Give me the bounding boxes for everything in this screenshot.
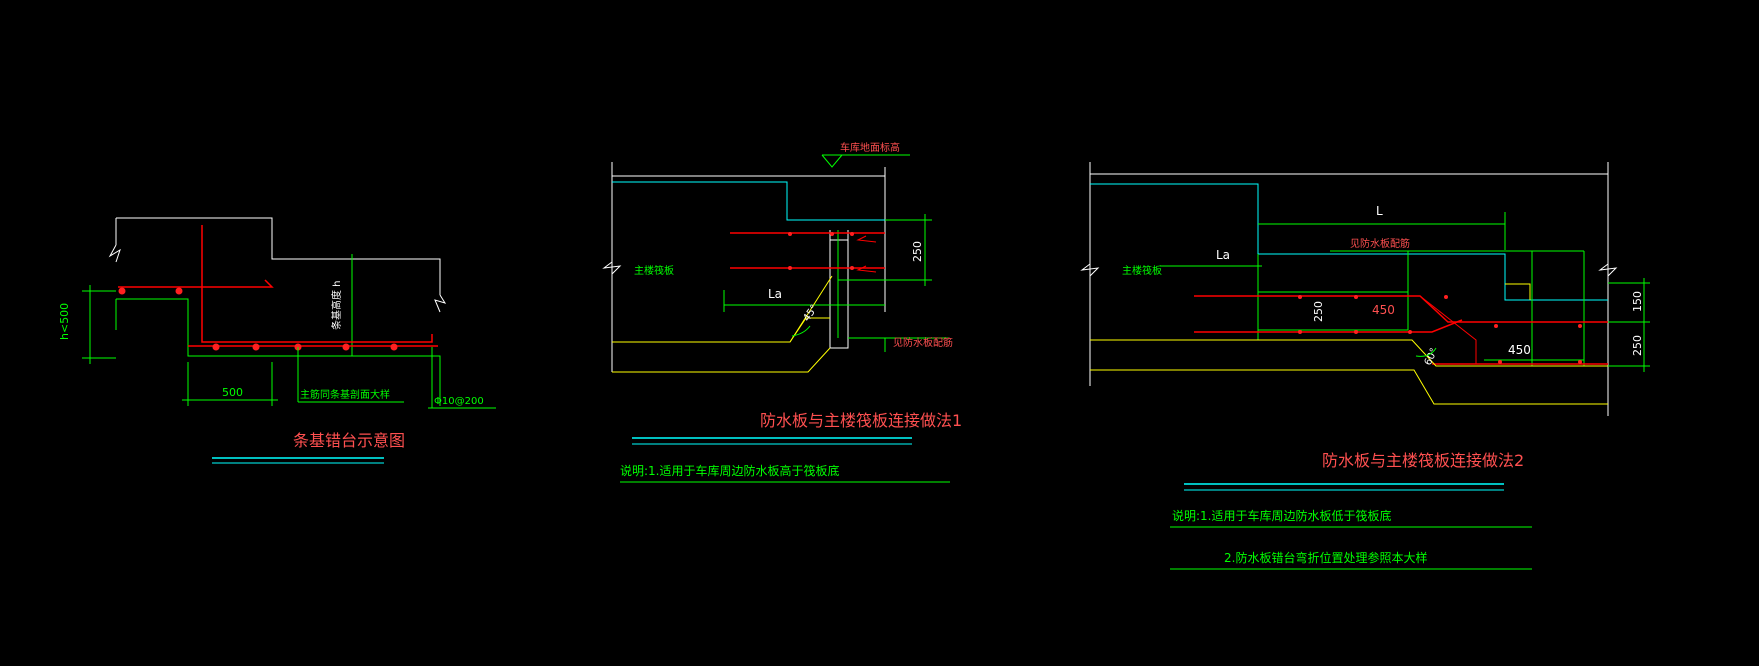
label-stirrup: Φ10@200 <box>434 396 484 407</box>
rebar-dots <box>118 287 398 351</box>
drawing-1-strip-footing-step: h<500 500 条基高度 h 主筋同条基剖面大样 Φ10@200 条基错台示… <box>58 217 496 464</box>
drawing-2-title: 防水板与主楼筏板连接做法1 <box>760 411 962 430</box>
footing-outline <box>116 217 441 295</box>
drawing-3-title: 防水板与主楼筏板连接做法2 <box>1322 451 1524 470</box>
label-waterproof-rebar-2: 见防水板配筋 <box>893 336 953 349</box>
rebar-top <box>118 279 274 288</box>
dim-450-b: 450 <box>1508 343 1531 357</box>
dim-la-drawing3: La <box>1216 248 1230 262</box>
drawing-2-note: 说明:1.适用于车库周边防水板高于筏板底 <box>620 463 840 478</box>
label-main-raft-2: 主楼筏板 <box>634 264 674 277</box>
rebar-upper-3 <box>1194 295 1608 323</box>
break-mark-right <box>434 294 447 313</box>
footing-bottom-line <box>116 298 441 406</box>
break-mark-left-2 <box>602 261 622 275</box>
drawing-3-note-2: 2.防水板错台弯折位置处理参照本大样 <box>1224 550 1427 565</box>
drawing-2-connection-method-1: 车库地面标高 250 La 见防水板配筋 45° 主楼筏板 防水板与主楼筏板连接… <box>602 141 962 483</box>
drawing-3-connection-method-2: L La 见防水板配筋 250 450 450 150 250 <box>1080 162 1650 570</box>
dim-la-drawing2: La <box>768 287 782 301</box>
label-waterproof-rebar-3: 见防水板配筋 <box>1350 237 1410 250</box>
label-depth-h: 条基高度 h <box>330 280 343 330</box>
garage-floor-line <box>612 181 885 221</box>
waterproof-slab-3 <box>1090 339 1608 367</box>
garage-floor-line-3 <box>1090 183 1608 301</box>
drawing-3-note-1: 说明:1.适用于车库周边防水板低于筏板底 <box>1172 508 1392 523</box>
break-mark-left <box>108 244 121 263</box>
dim-250-drawing2: 250 <box>911 241 924 262</box>
label-main-rebar: 主筋同条基剖面大样 <box>300 388 390 401</box>
dim-150: 150 <box>1631 291 1644 312</box>
drawing-1-title: 条基错台示意图 <box>293 431 405 450</box>
label-garage-floor: 车库地面标高 <box>840 141 900 154</box>
dim-l: L <box>1376 204 1383 218</box>
dim-h-less-500: h<500 <box>58 303 71 340</box>
dim-250-inner: 250 <box>1312 301 1325 322</box>
dim-250-right: 250 <box>1631 335 1644 356</box>
dim-500: 500 <box>222 386 243 399</box>
angle-45: 45° <box>801 303 820 324</box>
rebar-lower-3 <box>1194 319 1463 333</box>
label-main-raft-3: 主楼筏板 <box>1122 264 1162 277</box>
rebar-bent <box>201 225 433 343</box>
dim-450-a: 450 <box>1372 303 1395 317</box>
